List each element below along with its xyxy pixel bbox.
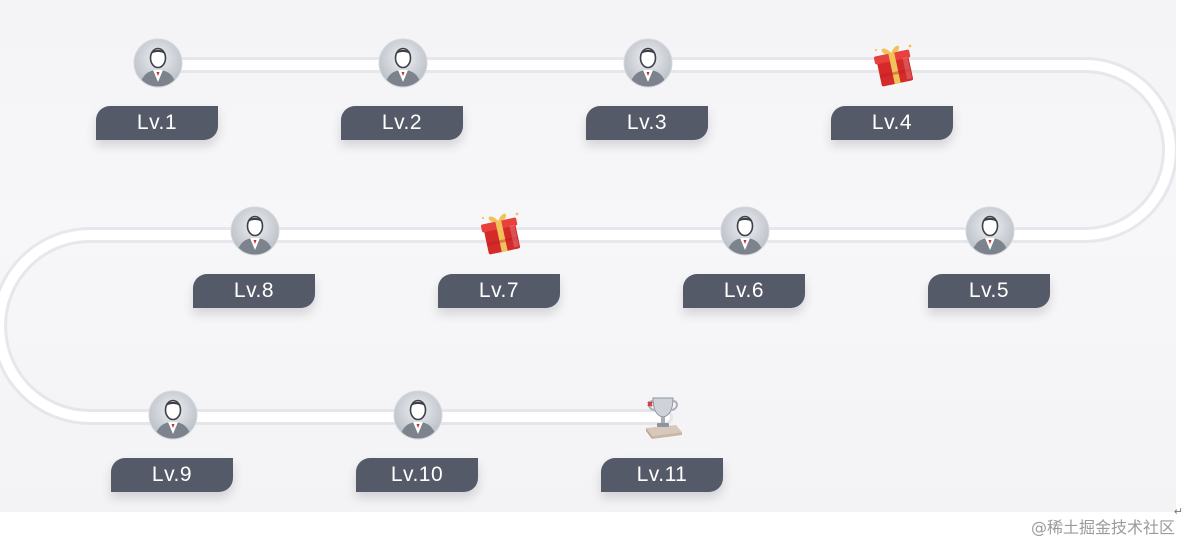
level-node-9[interactable]: Lv.9 <box>111 390 235 510</box>
level-badge: Lv.1 <box>96 106 218 140</box>
level-badge: Lv.3 <box>586 106 708 140</box>
level-node-1[interactable]: Lv.1 <box>96 38 220 158</box>
level-badge: Lv.11 <box>601 458 723 492</box>
level-badge: Lv.10 <box>356 458 478 492</box>
trophy-icon <box>638 390 688 440</box>
level-node-11[interactable]: Lv.11 <box>601 390 725 510</box>
avatar-icon <box>720 206 770 256</box>
level-node-5[interactable]: Lv.5 <box>928 206 1052 326</box>
gift-box-icon <box>868 38 918 88</box>
avatar-icon <box>965 206 1015 256</box>
avatar-icon <box>623 38 673 88</box>
avatar-icon <box>230 206 280 256</box>
level-node-10[interactable]: Lv.10 <box>356 390 480 510</box>
level-node-4[interactable]: Lv.4 <box>831 38 955 158</box>
avatar-icon <box>148 390 198 440</box>
level-badge: Lv.2 <box>341 106 463 140</box>
level-path-panel: Lv.1 Lv.2 Lv.3 Lv.4 Lv.5 Lv.6 Lv.7 Lv. <box>0 0 1176 512</box>
level-node-8[interactable]: Lv.8 <box>193 206 317 326</box>
return-mark: ↵ <box>1173 505 1183 518</box>
level-node-7[interactable]: Lv.7 <box>438 206 562 326</box>
level-badge: Lv.8 <box>193 274 315 308</box>
progress-track <box>0 57 1176 425</box>
level-node-6[interactable]: Lv.6 <box>683 206 807 326</box>
avatar-icon <box>378 38 428 88</box>
level-node-2[interactable]: Lv.2 <box>341 38 465 158</box>
level-badge: Lv.6 <box>683 274 805 308</box>
level-badge: Lv.7 <box>438 274 560 308</box>
watermark: @稀土掘金技术社区 <box>1030 518 1175 537</box>
level-badge: Lv.5 <box>928 274 1050 308</box>
level-node-3[interactable]: Lv.3 <box>586 38 710 158</box>
gift-box-icon <box>475 206 525 256</box>
level-badge: Lv.9 <box>111 458 233 492</box>
level-badge: Lv.4 <box>831 106 953 140</box>
avatar-icon <box>393 390 443 440</box>
avatar-icon <box>133 38 183 88</box>
